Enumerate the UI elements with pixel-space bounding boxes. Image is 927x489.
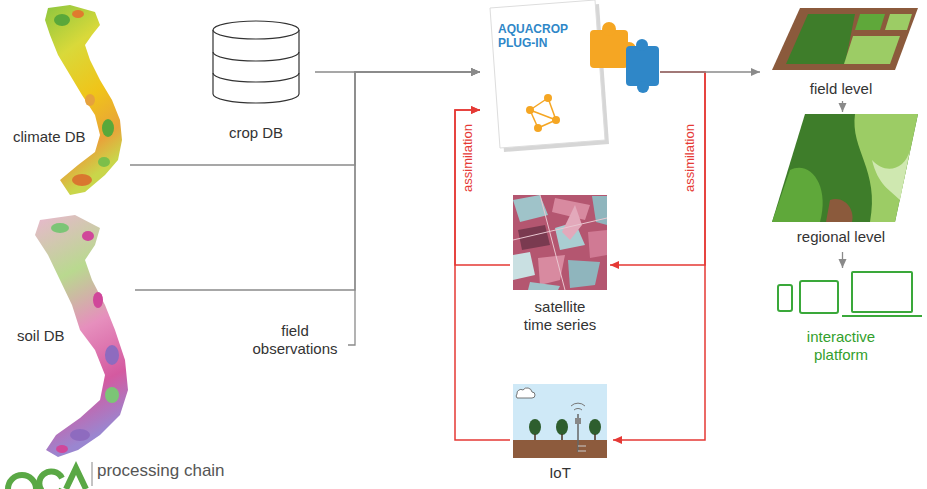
assimilation-arrow — [613, 72, 705, 440]
device-icons — [778, 272, 922, 316]
regional-level-icon — [772, 114, 918, 222]
soil-map: soil DB — [5, 205, 135, 463]
interactive-platform: interactive platform — [760, 268, 922, 378]
model-plugin: AQUACROP PLUG-IN — [480, 0, 660, 150]
iot-sensor: IoT — [510, 382, 613, 484]
flow-arrow — [130, 72, 480, 165]
iot-image — [513, 384, 607, 458]
field-observations: field observations — [245, 318, 348, 376]
flow-arrow — [842, 101, 843, 112]
assimilation-arrow — [610, 72, 705, 265]
flow-arrow — [135, 72, 480, 290]
node-text: AQUACROP PLUG-IN — [498, 22, 578, 51]
satellite-image — [513, 195, 607, 290]
flow-arrow — [348, 72, 480, 345]
node-text: regional level — [760, 228, 922, 246]
node-text: satellite time series — [520, 298, 600, 334]
node-text: interactive platform — [796, 328, 886, 364]
flow-arrow — [842, 252, 843, 268]
node-text: field level — [760, 80, 922, 98]
logo-mark — [8, 468, 86, 489]
regional-level: regional level — [760, 112, 925, 252]
field-level: field level — [760, 2, 925, 101]
field-level-icon — [772, 8, 918, 70]
node-text: IoT — [510, 464, 610, 482]
flow-arrow — [660, 71, 760, 72]
climate-map: climate DB — [10, 2, 130, 200]
satellite-image: satellite time series — [510, 195, 610, 347]
climate-map-shape — [45, 5, 122, 195]
assimilation-label: assimilation — [683, 124, 697, 192]
plugin-logo — [490, 0, 659, 152]
crop-database: crop DB — [200, 18, 315, 148]
node-text: field observations — [245, 322, 345, 358]
assimilation-label: assimilation — [461, 124, 475, 192]
logo-separator — [92, 462, 93, 486]
database-cylinder — [213, 21, 299, 103]
node-text: climate DB — [13, 128, 103, 146]
assimilation-arrow — [455, 110, 510, 265]
assimilation-arrow — [455, 110, 510, 440]
node-text: soil DB — [17, 327, 97, 345]
node-text: crop DB — [200, 124, 312, 142]
logo-caption: processing chain — [97, 462, 225, 481]
